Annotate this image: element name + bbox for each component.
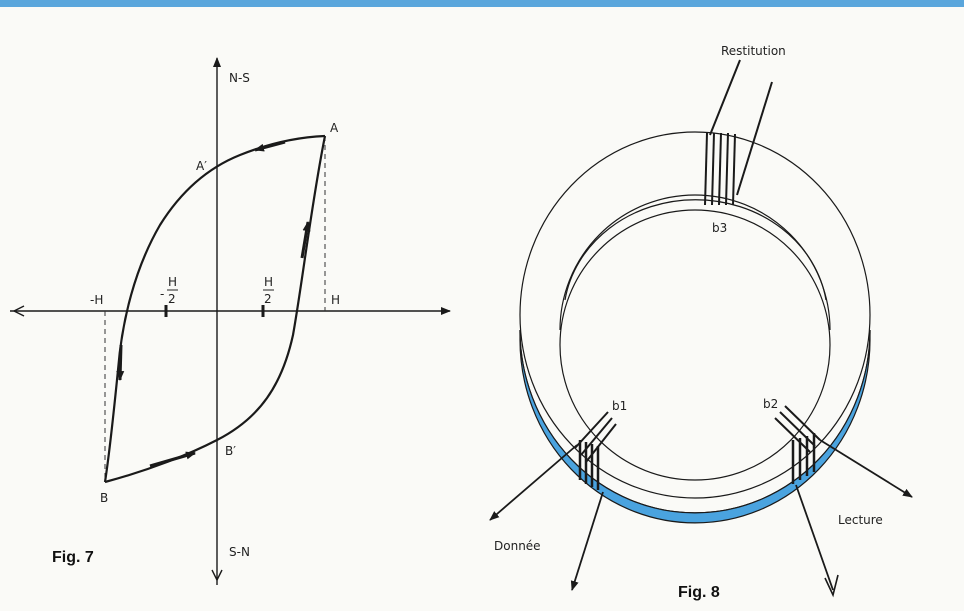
label-h: H — [331, 293, 340, 307]
top-accent-bar — [0, 0, 964, 7]
label-neg-h: -H — [90, 293, 103, 307]
v-axis-bottom-arrow — [211, 569, 218, 581]
coil-b2-lead-out — [819, 439, 913, 498]
label-b1: b1 — [612, 399, 627, 413]
figure-8-core: Restitution b3 b1 b2 Lecture Donnée Fig.… — [489, 44, 913, 601]
label-restitution: Restitution — [721, 44, 786, 58]
loop-arrow-top — [254, 140, 286, 152]
label-point-b-prime: B′ — [225, 444, 236, 458]
coil-b3-lead-2 — [736, 81, 773, 196]
figure-7-caption: Fig. 7 — [52, 549, 94, 566]
coil-b3 — [704, 59, 773, 206]
figure-8-caption: Fig. 8 — [678, 584, 720, 601]
label-axis-bottom: S-N — [229, 545, 250, 559]
h-axis-left-arrow — [13, 305, 25, 312]
core-inner-top-arc — [564, 199, 827, 301]
loop-ascending-branch — [104, 135, 327, 484]
core-blue-body — [519, 329, 871, 524]
label-point-a-prime: A′ — [196, 159, 207, 173]
label-b3: b3 — [712, 221, 727, 235]
loop-descending-branch — [103, 134, 326, 483]
label-neg-half-sign: - — [160, 287, 164, 301]
coil-b1-lead-in — [489, 444, 578, 521]
label-axis-top: N-S — [229, 71, 250, 85]
label-donnee: Donnée — [494, 539, 541, 553]
coil-b2 — [774, 405, 913, 598]
core-outer-edge — [519, 131, 871, 499]
loop-arrow-left — [116, 344, 125, 381]
coil-b1-lead-out — [570, 491, 604, 591]
loop-arrow-bottom — [149, 451, 196, 468]
label-neg-half-den: 2 — [168, 292, 176, 306]
figure-7-hysteresis: N-S S-N A A′ B B′ -H H - H 2 H 2 Fig. 7 — [10, 57, 451, 585]
label-pos-half-num: H — [264, 275, 273, 289]
label-lecture: Lecture — [838, 513, 883, 527]
label-pos-half-den: 2 — [264, 292, 272, 306]
label-point-a: A — [330, 121, 339, 135]
coil-b2-lead-in — [795, 484, 834, 591]
coil-b3-lead-1 — [709, 59, 741, 136]
label-point-b: B — [100, 491, 108, 505]
core-inner-hole — [559, 209, 831, 481]
label-neg-half-num: H — [168, 275, 177, 289]
coil-b1 — [489, 411, 617, 591]
loop-arrow-right — [300, 221, 311, 259]
label-b2: b2 — [763, 397, 778, 411]
